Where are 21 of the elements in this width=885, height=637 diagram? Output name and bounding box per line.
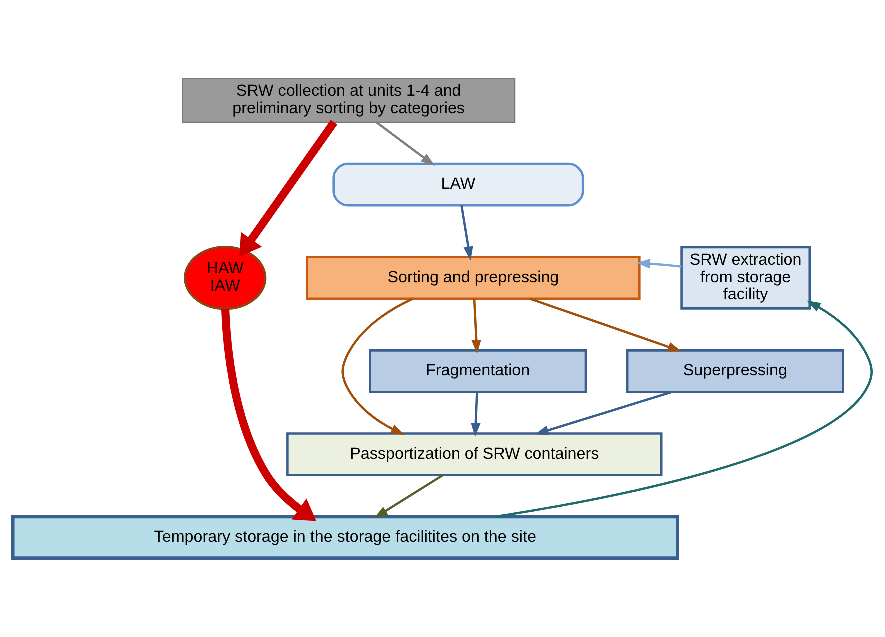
arrow <box>376 122 436 166</box>
node-box: SRW extraction from storage facility <box>680 246 812 310</box>
node-box: Superpressing <box>626 350 844 394</box>
arrow <box>240 120 338 257</box>
arrow <box>342 298 414 436</box>
arrow <box>221 308 317 522</box>
arrow <box>496 300 873 518</box>
node-box: SRW collection at units 1-4 and preliminary sorting by categories <box>182 78 516 124</box>
node-box: Passportization of SRW containers <box>286 432 663 476</box>
node-box: LAW <box>332 162 584 207</box>
node-box: Temporary storage in the storage facilitites on the site <box>11 515 680 560</box>
node-ellipse: HAW IAW <box>184 246 267 310</box>
arrow <box>530 298 682 352</box>
arrow <box>374 474 444 518</box>
arrow <box>472 298 482 354</box>
node-box: Fragmentation <box>369 350 588 394</box>
node-box: Sorting and prepressing <box>306 256 641 300</box>
arrow <box>460 206 474 261</box>
arrow <box>636 259 682 269</box>
arrow <box>471 392 481 438</box>
arrow <box>535 391 672 436</box>
